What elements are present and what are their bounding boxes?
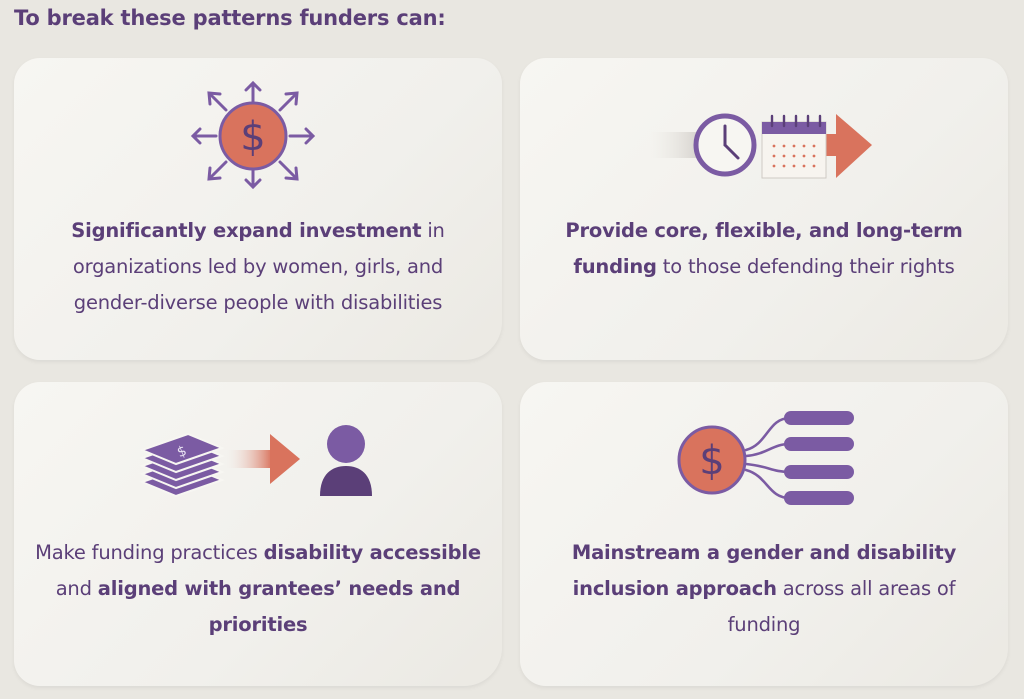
card-4-rest: across all areas of funding [727, 577, 956, 636]
card-3-lead: Make funding practices [35, 541, 264, 564]
card-1-bold: Significantly expand investment [71, 219, 422, 242]
card-1-rest: in organizations led by women, girls, an… [72, 219, 445, 314]
money-to-person-icon: $ [139, 425, 372, 498]
card-expand-investment: $ Significantly expand investment in org… [14, 58, 502, 360]
card-4-bold: Mainstream a gender and disability inclu… [571, 541, 957, 600]
card-3-bold-2: aligned with grantees’ needs and priorit… [97, 577, 461, 636]
card-3-mid: and [55, 577, 98, 600]
card-core-funding: Provide core, flexible, and long-term fu… [520, 58, 1008, 360]
money-expand-icon: $ [190, 80, 316, 190]
card-1-text: Significantly expand investment in organ… [34, 213, 482, 321]
card-3-bold-1: disability accessible [263, 541, 482, 564]
dollar-sign: $ [699, 438, 724, 484]
clock-calendar-arrow-icon [650, 113, 872, 179]
card-mainstream-inclusion: $ Mainstream a gender and disability inc… [520, 382, 1008, 686]
card-2-rest: to those defending their rights [656, 255, 955, 278]
card-2-text: Provide core, flexible, and long-term fu… [540, 213, 988, 285]
card-3-text: Make funding practices disability access… [34, 535, 482, 643]
money-branching-icon: $ [677, 411, 854, 505]
card-2-bold: Provide core, flexible, and long-term fu… [565, 219, 963, 278]
dollar-sign: $ [240, 114, 265, 160]
card-accessible-funding: $ Make funding practices disability acce… [14, 382, 502, 686]
card-4-text: Mainstream a gender and disability inclu… [540, 535, 988, 643]
page-heading: To break these patterns funders can: [14, 6, 446, 30]
